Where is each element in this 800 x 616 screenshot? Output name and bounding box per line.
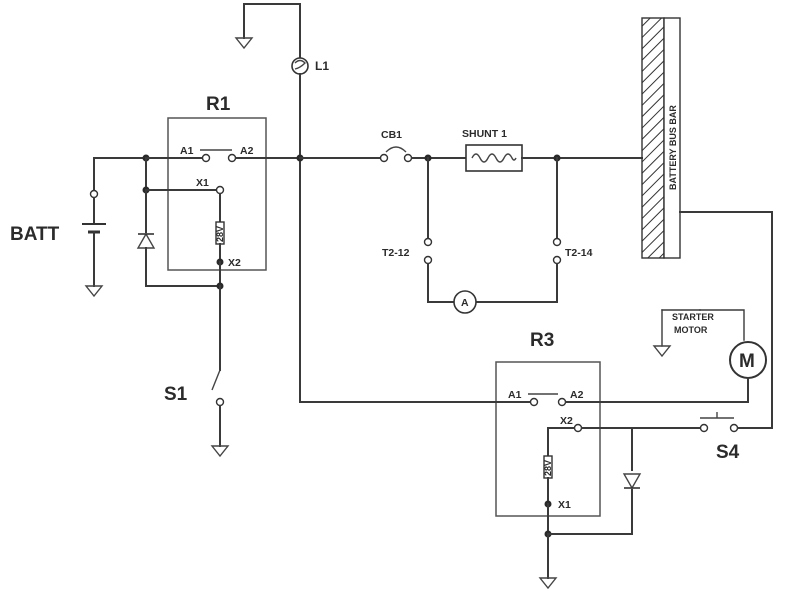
- r1-x1: X1: [196, 177, 209, 189]
- r1-a2: A2: [240, 145, 254, 157]
- switch-s1: S1: [164, 285, 230, 458]
- ammeter-branch: T2-12 T2-14 A: [382, 157, 593, 314]
- r1-a1: A1: [180, 145, 194, 157]
- lamp-l1: L1: [291, 57, 329, 75]
- l1-label: L1: [315, 59, 329, 73]
- top-ground-branch: [234, 3, 301, 59]
- starter-motor: STARTER MOTOR M: [611, 309, 767, 403]
- circuit-breaker-cb1: CB1: [379, 129, 413, 163]
- starter-motor-line1: STARTER: [672, 312, 714, 322]
- switch-s4: S4: [699, 412, 773, 463]
- r3-a1: A1: [508, 389, 522, 401]
- bus-bar-label: BATTERY BUS BAR: [668, 105, 678, 190]
- cb1-label: CB1: [381, 129, 402, 141]
- relay-r1: R1 A1 A2 X1 28V X2: [136, 94, 301, 290]
- s4-label: S4: [716, 442, 740, 463]
- shunt1-label: SHUNT 1: [462, 128, 507, 140]
- t2-14-label: T2-14: [565, 247, 593, 259]
- starter-motor-line2: MOTOR: [674, 325, 708, 335]
- r3-x2: X2: [560, 415, 573, 427]
- ammeter: [453, 290, 477, 314]
- ammeter-symbol: A: [461, 297, 469, 309]
- r1-label: R1: [206, 94, 231, 115]
- r3-coil: 28V: [543, 460, 553, 476]
- battery-bus-bar: BATTERY BUS BAR: [641, 17, 773, 429]
- battery-batt: BATT: [10, 157, 183, 298]
- relay-r3: R3 A1 A2 X2 28V X1: [299, 330, 701, 590]
- s1-label: S1: [164, 384, 188, 405]
- t2-12-label: T2-12: [382, 247, 410, 259]
- r1-x2: X2: [228, 257, 241, 269]
- r3-x1: X1: [558, 499, 571, 511]
- r1-coil: 28V: [215, 226, 225, 242]
- r3-a2: A2: [570, 389, 584, 401]
- motor-symbol: M: [739, 351, 755, 372]
- batt-label: BATT: [10, 224, 60, 245]
- shunt-1: SHUNT 1: [462, 128, 523, 172]
- r3-label: R3: [530, 330, 554, 351]
